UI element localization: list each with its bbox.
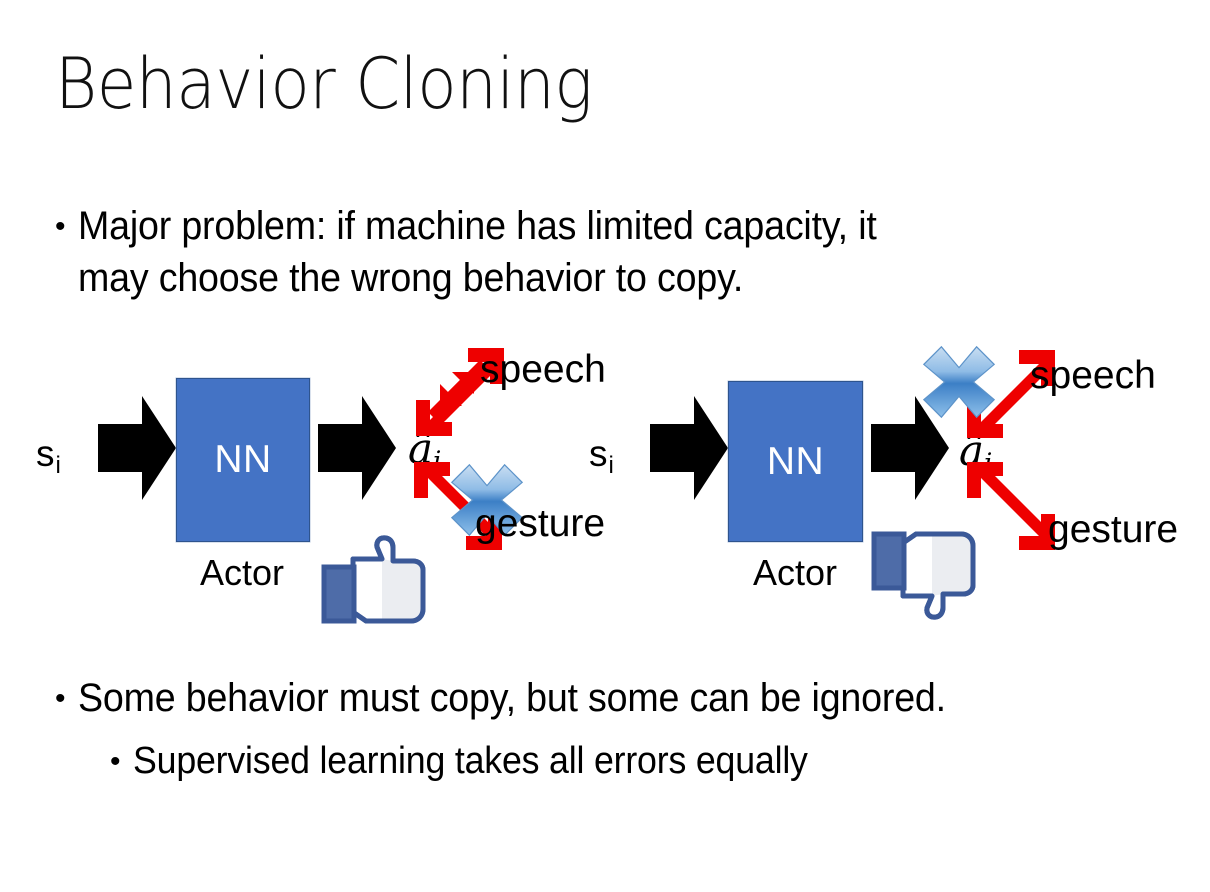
thumbs-up-icon: [321, 535, 426, 624]
input-state-label-right: si: [589, 435, 614, 478]
input-state-symbol: s: [589, 433, 608, 474]
nn-box-label: NN: [214, 438, 272, 481]
output-arrow-right: [871, 396, 949, 500]
output-arrow-left: [318, 396, 396, 500]
input-state-subscript: i: [608, 451, 614, 479]
diagram-good-case: si NN Actor âi: [20, 330, 620, 630]
bullet-marker-icon: •: [110, 745, 121, 778]
branch-label-speech-right: speech: [1030, 354, 1156, 397]
bullet-bottom-2: • Supervised learning takes all errors e…: [110, 735, 1160, 789]
branch-label-gesture-right: gesture: [1048, 508, 1179, 551]
bullet-bottom-1: • Some behavior must copy, but some can …: [55, 672, 1175, 726]
branch-label-speech-left: speech: [480, 348, 606, 391]
input-state-label-left: si: [36, 435, 61, 478]
bullet-marker-icon: •: [55, 210, 66, 243]
actor-caption-left: Actor: [200, 552, 285, 593]
branch-arrow-gesture-right: [967, 462, 1055, 550]
output-action-subscript: i: [433, 446, 442, 477]
bullet-top: • Major problem: if machine has limited …: [55, 200, 1155, 304]
branch-label-gesture-left: gesture: [475, 502, 606, 545]
nn-box-right: NN: [728, 381, 863, 542]
cross-out-icon-gesture-left: [450, 463, 524, 537]
nn-box-label: NN: [766, 439, 825, 483]
diagram-bad-case: si NN Actor âi: [565, 330, 1185, 630]
branch-arrow-speech-left: [416, 348, 504, 436]
bullet-bottom-2-text: Supervised learning takes all errors equ…: [132, 740, 808, 782]
cross-out-icon-speech-right: [922, 345, 996, 419]
bullet-marker-icon: •: [55, 682, 66, 715]
input-arrow-left: [98, 396, 176, 500]
input-state-subscript: i: [55, 451, 61, 479]
input-arrow-right: [650, 396, 728, 500]
thumbs-down-icon: [871, 531, 976, 620]
bullet-bottom-1-text: Some behavior must copy, but some can be…: [77, 676, 946, 720]
input-state-symbol: s: [36, 433, 55, 474]
bullet-top-text: Major problem: if machine has limited ca…: [77, 204, 877, 300]
actor-caption-right: Actor: [753, 552, 838, 593]
page-title: Behavior Cloning: [55, 43, 593, 125]
nn-box-left: NN: [176, 378, 310, 542]
